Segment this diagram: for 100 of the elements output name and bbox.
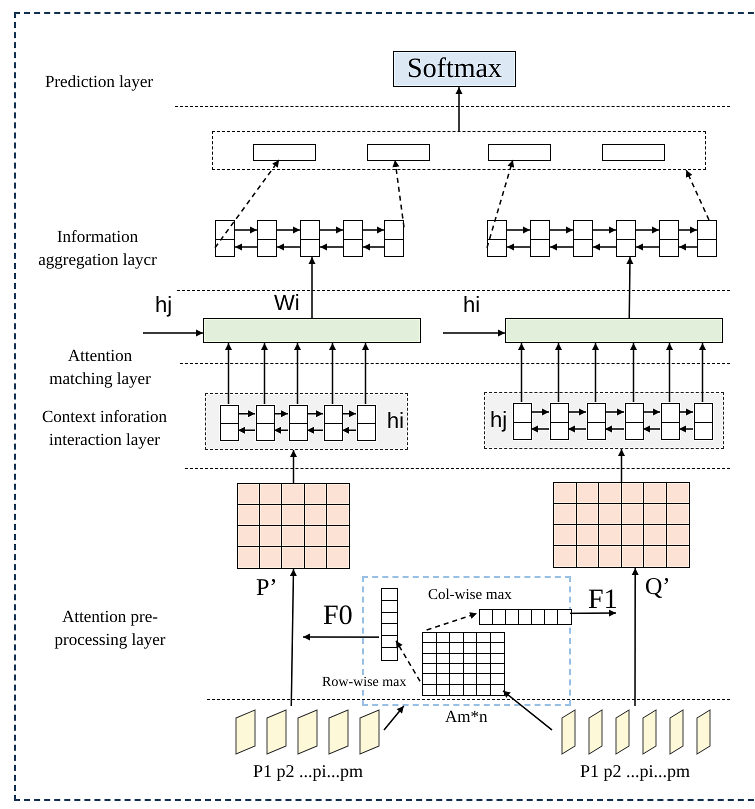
arrow: [555, 343, 562, 402]
dashed-arrow: [426, 612, 478, 631]
arrow: [531, 426, 549, 432]
lstm-cell: [256, 405, 275, 441]
softmax-box: Softmax: [393, 51, 516, 87]
arrow: [307, 410, 323, 418]
arrow: [456, 87, 462, 131]
arrow: [225, 343, 232, 404]
arrow: [303, 634, 379, 640]
arrow: [443, 330, 505, 336]
arrow: [643, 408, 660, 416]
lstm-cell: [513, 403, 532, 440]
dashed-arrow: [395, 640, 421, 682]
layer-label: Context inforation interaction layer: [40, 406, 168, 451]
arrow: [502, 690, 552, 731]
arrow: [363, 226, 384, 234]
edge-label: F1: [588, 586, 618, 614]
arrow: [568, 408, 586, 416]
arrow: [143, 330, 203, 336]
vector-grid: [422, 632, 505, 696]
arrow: [238, 410, 255, 418]
edge-label: F0: [323, 602, 353, 630]
arrow: [679, 226, 697, 234]
lstm-cell: [324, 405, 343, 441]
lstm-cell: [659, 220, 679, 257]
lstm-cell: [357, 405, 376, 441]
arrow: [626, 256, 634, 318]
lstm-cell: [343, 220, 363, 257]
lstm-cell: [289, 405, 308, 441]
arrow: [643, 426, 660, 432]
hidden-state-label: hi: [386, 410, 404, 432]
arrow: [618, 449, 625, 482]
arrow: [329, 343, 336, 404]
arrow: [307, 426, 323, 434]
arrow: [699, 343, 706, 402]
hidden-state-label: hj: [490, 409, 508, 431]
arrow: [342, 410, 356, 418]
arrow: [383, 706, 404, 730]
lstm-cell: [625, 403, 644, 440]
lstm-cell: [587, 403, 606, 440]
arrow: [605, 408, 624, 416]
arrow: [592, 343, 599, 402]
dashed-arrow: [486, 160, 514, 248]
arrow: [290, 450, 297, 483]
arrow: [342, 426, 356, 434]
arrow: [630, 343, 637, 402]
lstm-cell: [661, 403, 680, 440]
arrow: [605, 426, 624, 432]
attention-bar: [505, 318, 723, 343]
lstm-cell: [487, 220, 507, 257]
vector-bar: [602, 144, 665, 161]
lstm-cell: [530, 220, 550, 257]
matrix-label: P’: [256, 576, 278, 600]
lstm-cell: [257, 220, 277, 257]
arrow: [531, 408, 549, 416]
arrow: [320, 226, 343, 234]
matrix-grid: [553, 482, 690, 568]
arrow: [507, 226, 530, 234]
lstm-cell: [300, 220, 320, 257]
dashed-arrow: [392, 160, 405, 228]
matrix-label: Am*n: [445, 708, 488, 725]
arrow: [277, 226, 300, 234]
arrow: [568, 426, 586, 432]
arrow: [261, 343, 268, 404]
arrow: [550, 226, 573, 234]
arrow: [238, 426, 255, 434]
lstm-cell: [220, 405, 239, 441]
dashed-arrow: [686, 170, 710, 220]
lstm-cell: [384, 220, 404, 257]
vector-grid: [479, 609, 572, 625]
arrow: [636, 226, 659, 234]
arrow: [362, 343, 369, 404]
matrix-label: Q’: [645, 575, 670, 599]
output-group-frame: [212, 131, 706, 170]
attention-bar: [203, 318, 421, 343]
lstm-cell: [215, 220, 235, 257]
edge-label: Row-wise max: [322, 676, 406, 690]
edge-label: hi: [463, 294, 480, 316]
arrow: [679, 408, 693, 416]
dashed-arrow: [214, 160, 280, 248]
token-sequence-label: P1 p2 ...pi...pm: [252, 762, 364, 780]
arrow: [290, 568, 297, 706]
edge-label: Wi: [274, 292, 300, 314]
context-panel: [205, 393, 408, 450]
vector-bar: [488, 144, 551, 161]
arrow: [274, 410, 288, 418]
layer-label: Attention matching layer: [48, 345, 152, 390]
arrow: [294, 343, 301, 404]
arrow: [593, 226, 616, 234]
arrow: [570, 610, 616, 617]
arrow: [679, 426, 693, 432]
lstm-cell: [697, 220, 717, 257]
lstm-cell: [573, 220, 593, 257]
lstm-cell: [550, 403, 569, 440]
vector-bar: [253, 144, 316, 161]
edge-label: hj: [155, 294, 172, 316]
token-sequence-label: P1 p2 ...pi...pm: [578, 762, 691, 780]
lstm-cell: [694, 403, 713, 440]
lstm-cell: [616, 220, 636, 257]
matrix-grid: [237, 483, 350, 569]
